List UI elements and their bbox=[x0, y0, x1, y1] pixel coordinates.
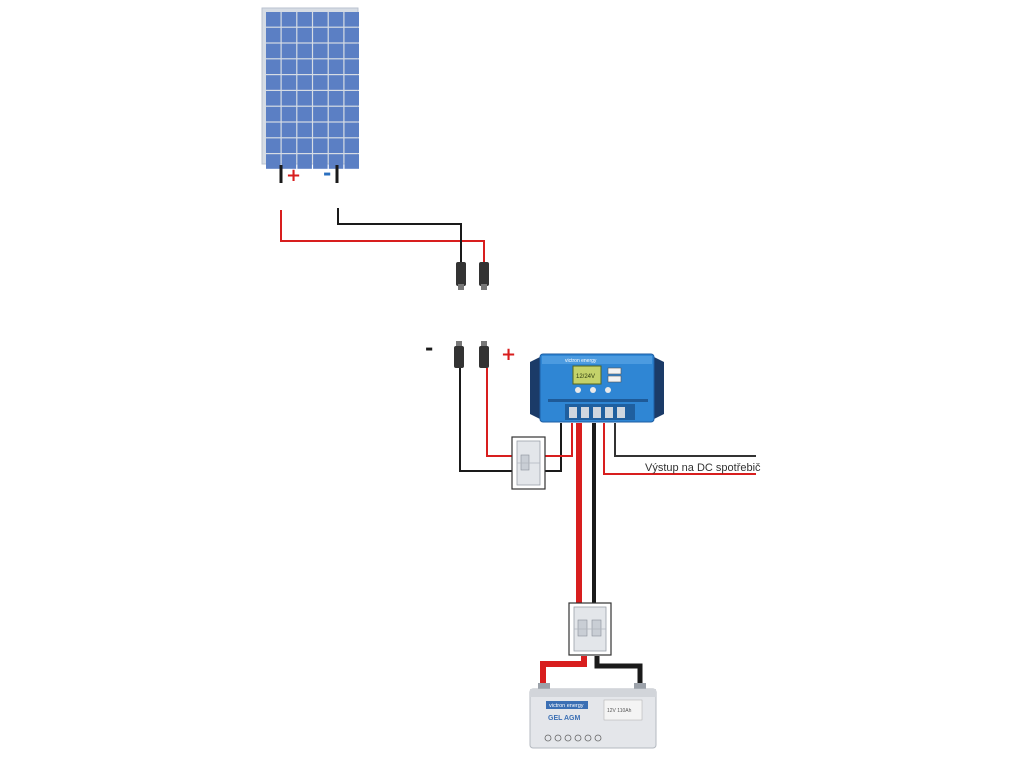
solar-cell bbox=[266, 154, 281, 169]
solar-cell bbox=[328, 106, 344, 122]
solar-cell bbox=[313, 138, 328, 153]
solar-cell bbox=[266, 75, 281, 90]
solar-cell bbox=[344, 43, 359, 59]
load-positive-wire bbox=[603, 423, 756, 475]
panel-plus-sign: + bbox=[286, 165, 301, 186]
solar-cell bbox=[328, 75, 344, 90]
solar-cell bbox=[281, 12, 297, 27]
battery-brand-text: victron energy bbox=[549, 703, 584, 709]
solar-cell bbox=[313, 27, 328, 43]
solar-cell bbox=[344, 75, 359, 90]
solar-cell bbox=[344, 106, 359, 122]
solar-cell bbox=[328, 91, 344, 106]
solar-cell bbox=[266, 43, 281, 59]
solar-cell bbox=[297, 154, 312, 169]
solar-cell bbox=[266, 59, 281, 74]
solar-cell bbox=[344, 138, 359, 153]
breaker-to-controller-negative bbox=[544, 423, 562, 472]
solar-cell bbox=[344, 12, 359, 27]
solar-cell bbox=[297, 106, 312, 122]
pv-negative-wire-to-breaker bbox=[459, 368, 513, 472]
battery-positive-lead bbox=[540, 656, 587, 688]
solar-cell bbox=[313, 75, 328, 90]
battery: victron energy GEL AGM 12V 110Ah bbox=[529, 683, 657, 749]
solar-cell bbox=[328, 43, 344, 59]
solar-cell bbox=[313, 12, 328, 27]
solar-cell bbox=[297, 12, 312, 27]
solar-cell bbox=[344, 59, 359, 74]
dc-load-output-label: Výstup na DC spotřebič bbox=[645, 462, 761, 474]
battery-model-text: GEL AGM bbox=[548, 715, 580, 722]
solar-cell bbox=[313, 154, 328, 169]
usb-port-icon bbox=[607, 367, 622, 375]
panel-positive-wire bbox=[280, 210, 485, 268]
solar-cell bbox=[266, 91, 281, 106]
solar-cell bbox=[313, 122, 328, 138]
controller-brand-text: victron energy bbox=[565, 358, 597, 364]
solar-cell bbox=[281, 75, 297, 90]
solar-cell bbox=[313, 106, 328, 122]
panel-negative-wire bbox=[337, 208, 462, 268]
pv-positive-wire-to-breaker bbox=[486, 368, 513, 457]
solar-cell bbox=[328, 122, 344, 138]
battery-warning-icons bbox=[544, 734, 602, 742]
solar-cell bbox=[313, 43, 328, 59]
solar-cell bbox=[297, 122, 312, 138]
solar-cell bbox=[281, 122, 297, 138]
status-led-icon bbox=[590, 387, 596, 393]
solar-cell bbox=[297, 91, 312, 106]
solar-cell bbox=[266, 106, 281, 122]
pv-circuit-breaker bbox=[511, 436, 546, 490]
solar-cell bbox=[281, 43, 297, 59]
battery-spec-text: 12V 110Ah bbox=[607, 708, 632, 714]
solar-cell bbox=[328, 59, 344, 74]
battery-circuit-breaker bbox=[568, 602, 612, 656]
solar-cell bbox=[344, 154, 359, 169]
connector-minus-sign: - bbox=[425, 336, 433, 360]
solar-cell bbox=[266, 12, 281, 27]
solar-cell bbox=[313, 91, 328, 106]
solar-cell bbox=[297, 27, 312, 43]
solar-cell bbox=[313, 59, 328, 74]
solar-cell bbox=[281, 27, 297, 43]
solar-panel-cells bbox=[266, 12, 359, 169]
status-led-icon bbox=[575, 387, 581, 393]
solar-cell bbox=[328, 12, 344, 27]
controller-lcd-text: 12/24V bbox=[576, 374, 595, 380]
solar-cell bbox=[344, 122, 359, 138]
solar-cell bbox=[328, 27, 344, 43]
solar-cell bbox=[281, 59, 297, 74]
solar-cell bbox=[297, 138, 312, 153]
usb-port-icon bbox=[607, 375, 622, 383]
solar-cell bbox=[281, 154, 297, 169]
solar-cell bbox=[281, 106, 297, 122]
solar-cell bbox=[266, 27, 281, 43]
solar-cell bbox=[297, 75, 312, 90]
charge-controller: victron energy 12/24V bbox=[530, 353, 664, 423]
solar-cell bbox=[281, 91, 297, 106]
solar-cell bbox=[297, 43, 312, 59]
panel-minus-sign: - bbox=[323, 161, 331, 185]
mc4-connector-pair-upper bbox=[456, 262, 489, 290]
solar-cell bbox=[281, 138, 297, 153]
solar-panel bbox=[261, 7, 359, 169]
load-negative-wire bbox=[614, 423, 756, 457]
solar-cell bbox=[344, 91, 359, 106]
solar-cell bbox=[344, 27, 359, 43]
breaker-to-controller-positive bbox=[544, 423, 573, 457]
connector-plus-sign: + bbox=[501, 344, 516, 365]
battery-negative-lead bbox=[594, 656, 643, 688]
solar-cell bbox=[328, 138, 344, 153]
mc4-connector-pair-lower bbox=[454, 341, 489, 368]
solar-cell bbox=[328, 154, 344, 169]
solar-cell bbox=[266, 122, 281, 138]
controller-lcd-screen bbox=[572, 365, 602, 385]
status-led-icon bbox=[605, 387, 611, 393]
solar-cell bbox=[266, 138, 281, 153]
solar-cell bbox=[297, 59, 312, 74]
